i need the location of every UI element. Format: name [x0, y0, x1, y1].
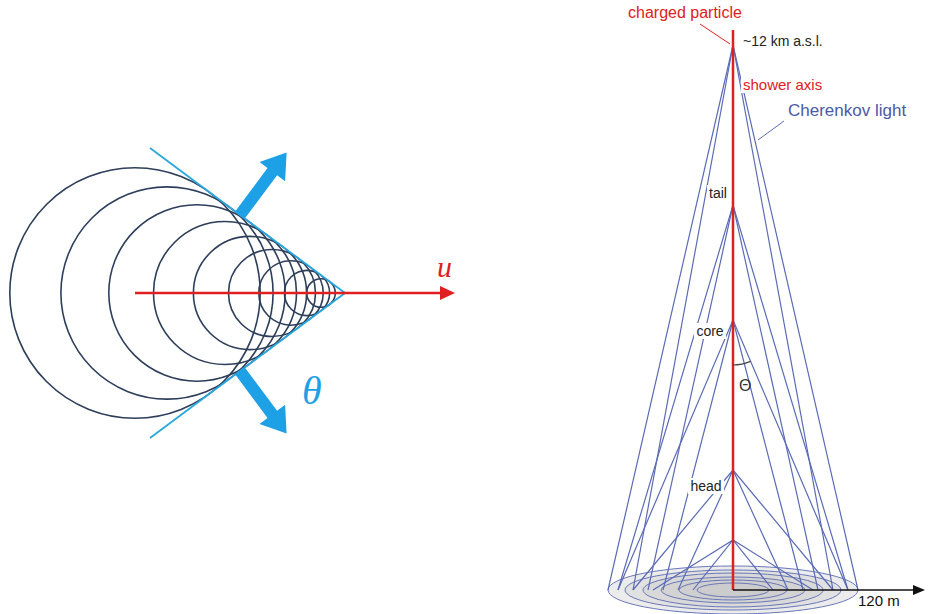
- angle-symbol: Θ: [739, 377, 751, 395]
- emission-arrow: [235, 367, 286, 433]
- scale-arrow-shaft: [733, 589, 915, 591]
- velocity-arrow-head: [440, 286, 455, 300]
- shower-part-label: core: [694, 323, 725, 339]
- velocity-arrow-shaft: [135, 292, 442, 295]
- velocity-arrow: [135, 286, 455, 300]
- distance-label: 120 m: [858, 592, 900, 609]
- scale-arrow-head: [913, 585, 925, 595]
- cone-line: [150, 293, 345, 438]
- leader-line: [700, 24, 730, 44]
- velocity-symbol: u: [437, 250, 452, 285]
- angle-arc: [733, 361, 751, 365]
- light-label: Cherenkov light: [786, 101, 908, 121]
- shower-axis-line: [732, 30, 735, 590]
- particle-label: charged particle: [628, 4, 742, 22]
- angle-symbol: θ: [302, 368, 322, 414]
- altitude-label: ~12 km a.s.l.: [741, 33, 825, 49]
- leader-line: [758, 121, 784, 140]
- shower-part-label: tail: [707, 185, 729, 201]
- shower-part-label: head: [688, 478, 723, 494]
- emission-arrow: [235, 152, 286, 218]
- cone-line: [150, 148, 345, 293]
- axis-label: shower axis: [741, 76, 824, 93]
